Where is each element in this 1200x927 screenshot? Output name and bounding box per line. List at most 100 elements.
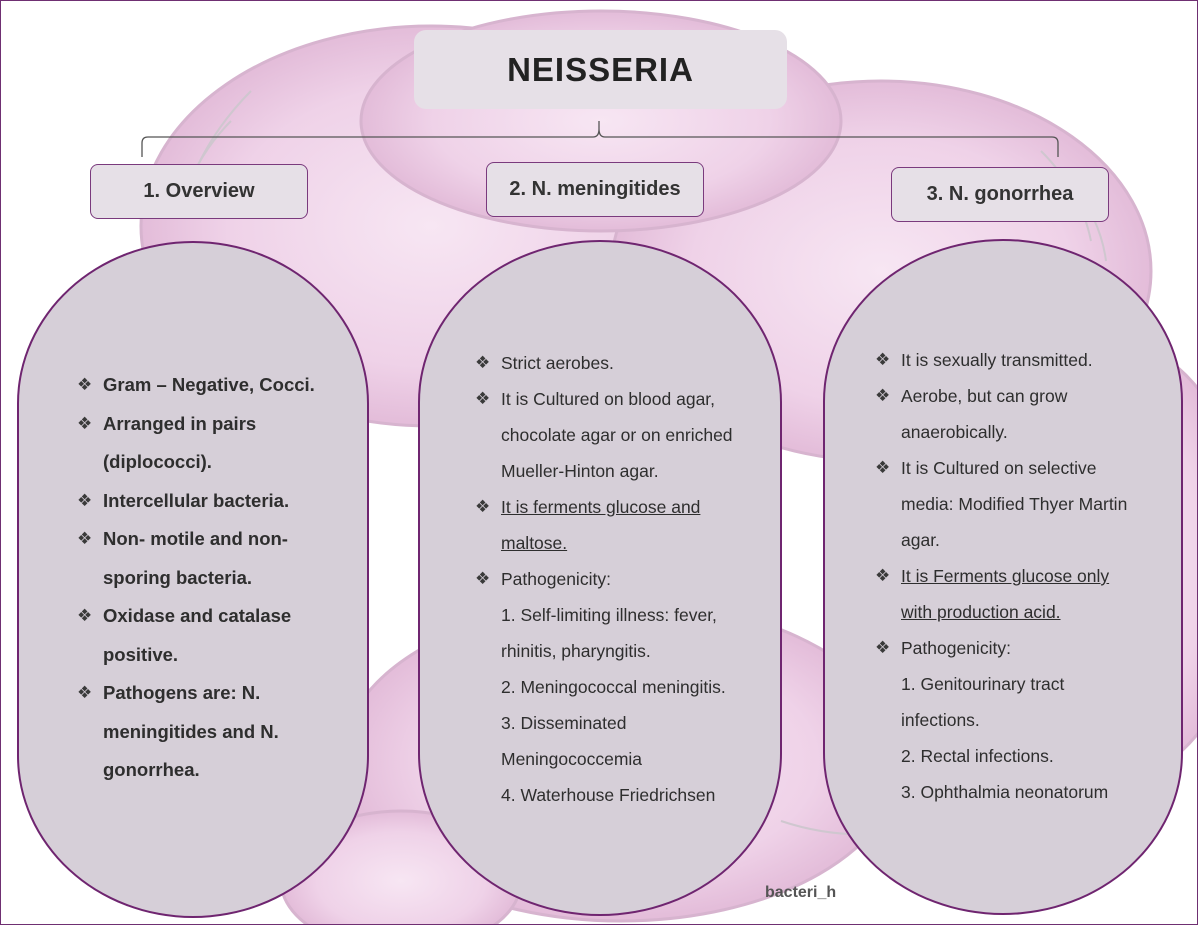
item-continuation: positive. — [77, 636, 347, 675]
item-continuation: gonorrhea. — [77, 751, 347, 790]
item-text: 2. Rectal infections. — [901, 746, 1054, 766]
bullet-item: ❖ It is Cultured on blood agar, — [475, 381, 765, 417]
item-text: meningitides and N. — [103, 720, 279, 742]
item-continuation: agar. — [875, 522, 1167, 558]
diamond-bullet-icon: ❖ — [875, 386, 891, 405]
item-text: sporing bacteria. — [103, 566, 253, 588]
diamond-bullet-icon: ❖ — [875, 638, 891, 657]
item-text: positive. — [103, 643, 179, 665]
item-continuation: 4. Waterhouse Friedrichsen — [475, 777, 765, 813]
title-box: NEISSERIA — [414, 30, 787, 109]
bullet-item: ❖ Pathogenicity: — [475, 561, 765, 597]
item-continuation: 1. Genitourinary tract — [875, 666, 1167, 702]
item-text: It is ferments glucose and — [501, 497, 701, 517]
bullet-item: ❖ Pathogenicity: — [875, 630, 1167, 666]
item-continuation: 2. Meningococcal meningitis. — [475, 669, 765, 705]
item-text: Non- motile and non- — [103, 528, 288, 549]
bullet-item: ❖ It is Cultured on selective — [875, 450, 1167, 486]
bullet-item: ❖ Oxidase and catalase — [77, 597, 347, 636]
item-text: 4. Waterhouse Friedrichsen — [501, 785, 716, 805]
diamond-bullet-icon: ❖ — [77, 529, 93, 548]
item-text: maltose. — [501, 533, 568, 553]
item-text: 2. Meningococcal meningitis. — [501, 677, 726, 697]
item-text: agar. — [901, 530, 940, 550]
item-continuation: 2. Rectal infections. — [875, 738, 1167, 774]
item-text: Oxidase and catalase — [103, 605, 292, 626]
item-continuation: Meningococcemia — [475, 741, 765, 777]
item-text: Intercellular bacteria. — [103, 489, 290, 511]
item-text: Mueller-Hinton agar. — [501, 461, 659, 481]
item-continuation: infections. — [875, 702, 1167, 738]
diamond-bullet-icon: ❖ — [475, 569, 491, 588]
item-continuation: 1. Self-limiting illness: fever, — [475, 597, 765, 633]
item-text: Meningococcemia — [501, 749, 643, 769]
bullet-item: ❖ It is ferments glucose and — [475, 489, 765, 525]
bullet-item: ❖ Arranged in pairs — [77, 405, 347, 444]
section-content-overview: ❖ Gram – Negative, Cocci. ❖ Arranged in pai… — [77, 366, 347, 790]
item-continuation: sporing bacteria. — [77, 559, 347, 598]
diamond-bullet-icon: ❖ — [875, 566, 891, 585]
section-content-n-gonorrhea: ❖ It is sexually transmitted. ❖ Aerobe, but… — [875, 342, 1167, 810]
section-header-n-gonorrhea: 3. N. gonorrhea — [891, 167, 1109, 222]
item-text: Gram – Negative, Cocci. — [103, 374, 315, 395]
diamond-bullet-icon: ❖ — [77, 490, 93, 510]
diamond-bullet-icon: ❖ — [77, 606, 93, 625]
item-text: anaerobically. — [901, 422, 1008, 442]
diamond-bullet-icon: ❖ — [475, 389, 491, 408]
diamond-bullet-icon: ❖ — [475, 497, 491, 516]
diamond-bullet-icon: ❖ — [875, 458, 891, 477]
bullet-item: ❖ Aerobe, but can grow — [875, 378, 1167, 414]
item-text: media: Modified Thyer Martin — [901, 494, 1128, 514]
section-panel-overview — [17, 241, 369, 918]
bullet-item: ❖ It is Ferments glucose only — [875, 558, 1167, 594]
item-text: infections. — [901, 710, 980, 730]
diamond-bullet-icon: ❖ — [475, 353, 491, 372]
item-continuation: maltose. — [475, 525, 765, 561]
item-text: It is Cultured on blood agar, — [501, 389, 716, 409]
page-title: NEISSERIA — [507, 50, 694, 88]
item-text: chocolate agar or on enriched — [501, 425, 733, 445]
item-text: Strict aerobes. — [501, 353, 614, 373]
item-text: with production acid. — [901, 602, 1061, 622]
item-continuation: rhinitis, pharyngitis. — [475, 633, 765, 669]
item-text: Arranged in pairs — [103, 412, 257, 434]
bullet-item: ❖ It is sexually transmitted. — [875, 342, 1167, 378]
item-text: 1. Genitourinary tract — [901, 674, 1065, 694]
diamond-bullet-icon: ❖ — [77, 375, 93, 394]
bullet-item: ❖ Strict aerobes. — [475, 345, 765, 381]
item-text: 3. Ophthalmia neonatorum — [901, 782, 1109, 802]
bullet-item: ❖ Intercellular bacteria. — [77, 482, 347, 521]
item-continuation: 3. Disseminated — [475, 705, 765, 741]
item-text: (diplococci). — [103, 451, 212, 472]
item-continuation: (diplococci). — [77, 443, 347, 482]
item-continuation: 3. Ophthalmia neonatorum — [875, 774, 1167, 810]
bullet-item: ❖Pathogens are: N. — [77, 674, 347, 713]
header-connector-brace — [141, 121, 1059, 157]
item-continuation: with production acid. — [875, 594, 1167, 630]
item-text: Aerobe, but can grow — [901, 386, 1068, 406]
item-continuation: meningitides and N. — [77, 713, 347, 752]
item-continuation: media: Modified Thyer Martin — [875, 486, 1167, 522]
section-header-overview: 1. Overview — [90, 164, 308, 219]
item-text: It is sexually transmitted. — [901, 350, 1093, 370]
section-header-n-meningitides: 2. N. meningitides — [486, 162, 704, 217]
diamond-bullet-icon: ❖ — [77, 413, 93, 433]
item-text: gonorrhea. — [103, 759, 200, 780]
item-text: 3. Disseminated — [501, 713, 627, 733]
item-text: 1. Self-limiting illness: fever, — [501, 605, 717, 625]
bullet-item: ❖ Gram – Negative, Cocci. — [77, 366, 347, 405]
item-text: Pathogenicity: — [501, 569, 611, 589]
diamond-bullet-icon: ❖ — [77, 683, 93, 702]
item-text: rhinitis, pharyngitis. — [501, 641, 651, 661]
item-text: Pathogenicity: — [901, 638, 1011, 658]
section-content-n-meningitides: ❖ Strict aerobes. ❖ It is Cultured on blood… — [475, 345, 765, 813]
item-text: It is Cultured on selective — [901, 458, 1097, 478]
section-panel-n-gonorrhea — [823, 239, 1183, 915]
watermark: bacteri_h — [765, 884, 837, 901]
item-text: It is Ferments glucose only — [901, 566, 1110, 586]
item-continuation: anaerobically. — [875, 414, 1167, 450]
item-continuation: chocolate agar or on enriched — [475, 417, 765, 453]
diamond-bullet-icon: ❖ — [875, 350, 891, 369]
section-panel-n-meningitides — [418, 240, 782, 916]
